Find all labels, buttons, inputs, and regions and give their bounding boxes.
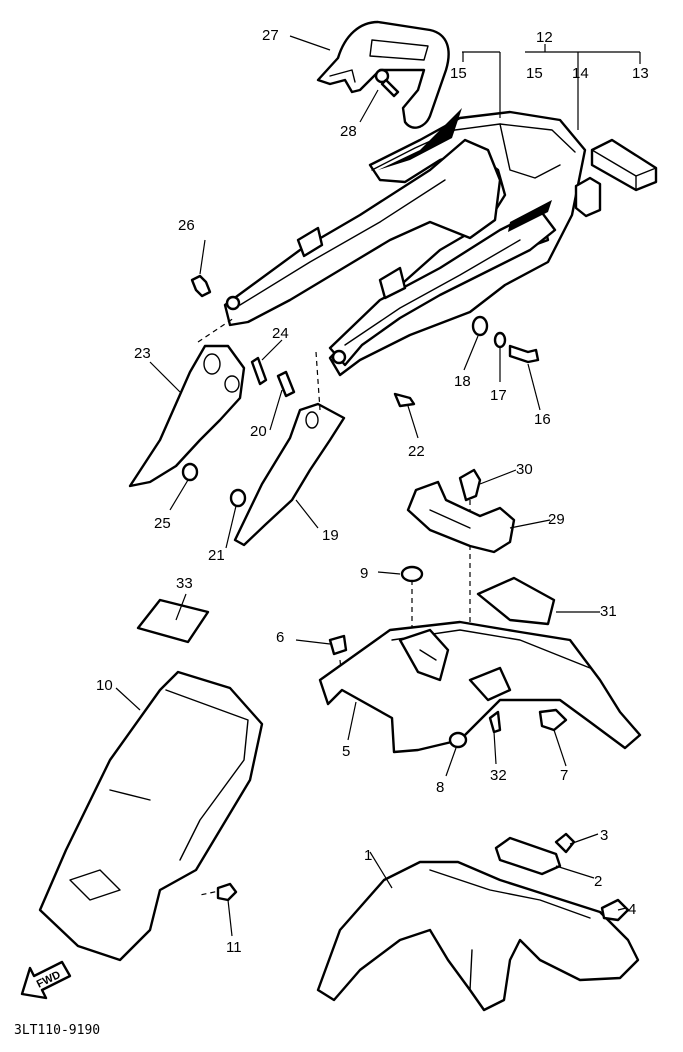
seat-damper-14 xyxy=(574,176,602,218)
callout-5: 5 xyxy=(342,743,350,760)
callout-19: 19 xyxy=(322,527,339,544)
reference-code: 3LT110-9190 xyxy=(14,1023,100,1038)
callout-bracket-12 xyxy=(462,44,641,130)
callout-15b: 15 xyxy=(526,65,543,82)
bolt-7 xyxy=(538,708,568,732)
pad-31 xyxy=(476,576,556,626)
fwd-arrow-icon: FWD xyxy=(20,960,72,1000)
nut-25 xyxy=(181,462,199,482)
bolt-6 xyxy=(328,634,348,656)
callout-numbers: 1 2 3 4 5 6 7 8 9 10 11 12 13 14 15 15 1… xyxy=(96,27,649,956)
callout-33: 33 xyxy=(176,575,193,592)
callout-18: 18 xyxy=(454,373,471,390)
align-line-1 xyxy=(197,317,235,343)
left-side-rail xyxy=(223,138,502,327)
callout-6: 6 xyxy=(276,629,284,646)
callout-28: 28 xyxy=(340,123,357,140)
grab-bar xyxy=(316,20,450,129)
nut-4 xyxy=(600,898,630,922)
right-side-rail xyxy=(328,208,557,367)
align-line-2 xyxy=(315,351,321,411)
bolt-22 xyxy=(393,392,416,408)
callout-15a: 15 xyxy=(450,65,467,82)
washer-17 xyxy=(493,331,507,349)
callout-27: 27 xyxy=(262,27,279,44)
bolt-30 xyxy=(458,468,482,502)
callout-20: 20 xyxy=(250,423,267,440)
callout-32: 32 xyxy=(490,767,507,784)
bolt-26 xyxy=(190,274,212,298)
collar-18 xyxy=(471,315,489,337)
bolt-28 xyxy=(374,68,400,98)
callout-21: 21 xyxy=(208,547,225,564)
callout-23: 23 xyxy=(134,345,151,362)
callout-3: 3 xyxy=(600,827,608,844)
callout-11: 11 xyxy=(226,939,242,956)
callout-25: 25 xyxy=(154,515,171,532)
callout-29: 29 xyxy=(548,511,565,528)
callout-24: 24 xyxy=(272,325,289,342)
leader-lines xyxy=(115,35,627,937)
bracket-29 xyxy=(406,480,516,554)
seat-pad-13 xyxy=(590,138,658,192)
callout-8: 8 xyxy=(436,779,444,796)
rubber-20 xyxy=(276,370,296,398)
callout-1: 1 xyxy=(364,847,372,864)
callout-14: 14 xyxy=(572,65,589,82)
callout-9: 9 xyxy=(360,565,368,582)
nut-21 xyxy=(229,488,247,508)
screw-32 xyxy=(488,710,502,734)
callout-13: 13 xyxy=(632,65,649,82)
callout-12: 12 xyxy=(536,29,553,46)
callout-16: 16 xyxy=(534,411,551,428)
callout-2: 2 xyxy=(594,873,602,890)
right-bracket-19 xyxy=(233,402,346,547)
grommet-9 xyxy=(400,565,424,583)
inner-fender-10 xyxy=(38,670,264,962)
callout-31: 31 xyxy=(600,603,617,620)
bolt-16 xyxy=(508,344,540,364)
nut-8 xyxy=(448,731,468,749)
cowl-stripes xyxy=(378,108,552,232)
rear-tray-5 xyxy=(318,620,642,754)
label-33 xyxy=(136,598,210,644)
callout-10: 10 xyxy=(96,677,113,694)
callout-22: 22 xyxy=(408,443,425,460)
callout-30: 30 xyxy=(516,461,533,478)
front-fender-1 xyxy=(316,860,640,1012)
callout-4: 4 xyxy=(628,901,636,918)
left-bracket-23 xyxy=(128,344,246,488)
bolt-11 xyxy=(216,882,238,902)
callout-17: 17 xyxy=(490,387,507,404)
callout-26: 26 xyxy=(178,217,195,234)
callout-7: 7 xyxy=(560,767,568,784)
stay-2 xyxy=(494,836,562,876)
rubber-24 xyxy=(250,356,268,386)
